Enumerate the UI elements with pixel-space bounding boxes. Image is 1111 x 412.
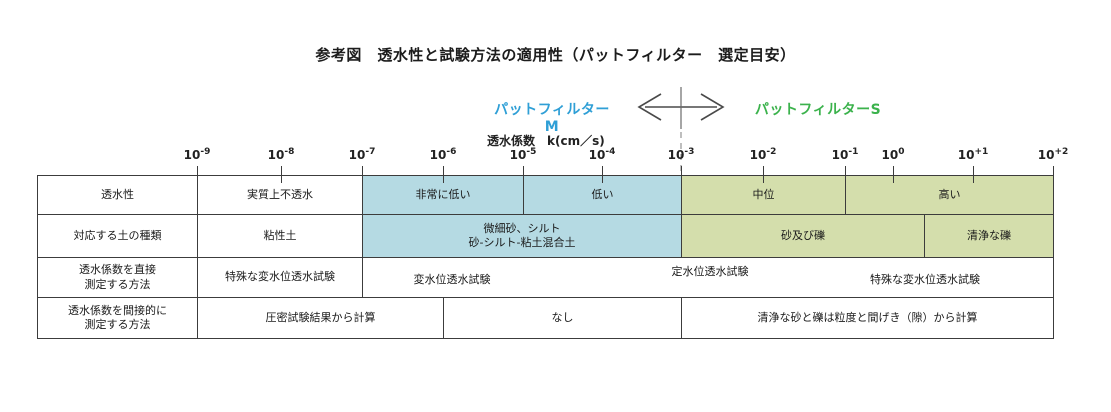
axis-minor-tick — [763, 176, 764, 183]
cell-soil-clay: 粘性土 — [197, 214, 363, 258]
axis-tick — [973, 166, 974, 176]
tick-label: 10+2 — [1037, 147, 1069, 162]
direct-header-line1: 透水係数を直接 — [79, 263, 156, 277]
filter-s-label: パットフィルターS — [754, 102, 882, 118]
axis-tick — [281, 166, 282, 176]
axis-tick — [845, 166, 846, 176]
cell-soil-silt-mix: 微細砂、シルト 砂-シルト-粘土混合土 — [362, 214, 682, 258]
tick-label: 10+1 — [957, 147, 989, 162]
cell-indirect-consolidation: 圧密試験結果から計算 — [197, 297, 444, 339]
tick-label: 10-5 — [509, 147, 537, 162]
cell-direct-tests-region — [362, 257, 1054, 298]
axis-tick — [362, 166, 363, 176]
axis-tick — [443, 166, 444, 176]
axis-tick — [681, 166, 682, 176]
arrow-right-head-icon — [700, 93, 725, 121]
row-header-soil-type: 対応する土の種類 — [37, 214, 198, 258]
axis-minor-tick — [893, 176, 894, 183]
tick-label: 10-6 — [429, 147, 457, 162]
indirect-header-line1: 透水係数を間接的に — [68, 303, 167, 317]
axis-tick — [197, 166, 198, 176]
direct-header-line2: 測定する方法 — [84, 277, 151, 291]
axis-tick — [893, 166, 894, 176]
tick-label: 10-1 — [831, 147, 859, 162]
arrow-left-head-icon — [637, 93, 662, 121]
tick-label: 100 — [881, 147, 905, 162]
figure-title: 参考図 透水性と試験方法の適用性（パットフィルター 選定目安） — [315, 46, 796, 64]
row-header-permeability: 透水性 — [37, 175, 198, 215]
axis-tick — [523, 166, 524, 176]
cell-permeability-high: 高い — [845, 175, 1054, 215]
tick-label: 10-3 — [667, 147, 695, 162]
indirect-header-line2: 測定する方法 — [84, 318, 151, 331]
filter-m-label: パットフィルターM — [494, 102, 610, 135]
cell-soil-clean-gravel: 清浄な礫 — [924, 214, 1054, 258]
cell-direct-special-falling-head-left: 特殊な変水位透水試験 — [197, 257, 363, 298]
axis-minor-tick — [443, 176, 444, 183]
cell-soil-sand-gravel: 砂及び礫 — [681, 214, 925, 258]
tick-label: 10-8 — [267, 147, 295, 162]
axis-minor-tick — [281, 176, 282, 183]
soil-silt-line1: 微細砂、シルト — [483, 221, 561, 235]
row-header-indirect-method: 透水係数を間接的に 測定する方法 — [37, 297, 198, 339]
axis-minor-tick — [602, 176, 603, 183]
tick-label: 10-9 — [183, 147, 211, 162]
cell-indirect-grain-size: 清浄な砂と礫は粒度と間げき（隙）から計算 — [681, 297, 1054, 339]
cell-direct-special-falling-head-right: 特殊な変水位透水試験 — [870, 273, 980, 286]
axis-tick — [1053, 166, 1054, 176]
axis-minor-tick — [973, 176, 974, 183]
tick-label: 10-7 — [348, 147, 376, 162]
cell-direct-falling-head: 変水位透水試験 — [413, 273, 491, 286]
axis-tick — [602, 166, 603, 176]
cell-direct-constant-head: 定水位透水試験 — [671, 265, 749, 278]
axis-title: 透水係数 k(cm／s) — [487, 134, 605, 148]
cell-indirect-none: なし — [443, 297, 682, 339]
tick-label: 10-2 — [749, 147, 777, 162]
soil-silt-line2: 砂-シルト-粘土混合土 — [468, 236, 576, 249]
cell-permeability-impervious: 実質上不透水 — [197, 175, 363, 215]
row-header-direct-method: 透水係数を直接 測定する方法 — [37, 257, 198, 298]
tick-label: 10-4 — [588, 147, 616, 162]
axis-tick — [763, 166, 764, 176]
